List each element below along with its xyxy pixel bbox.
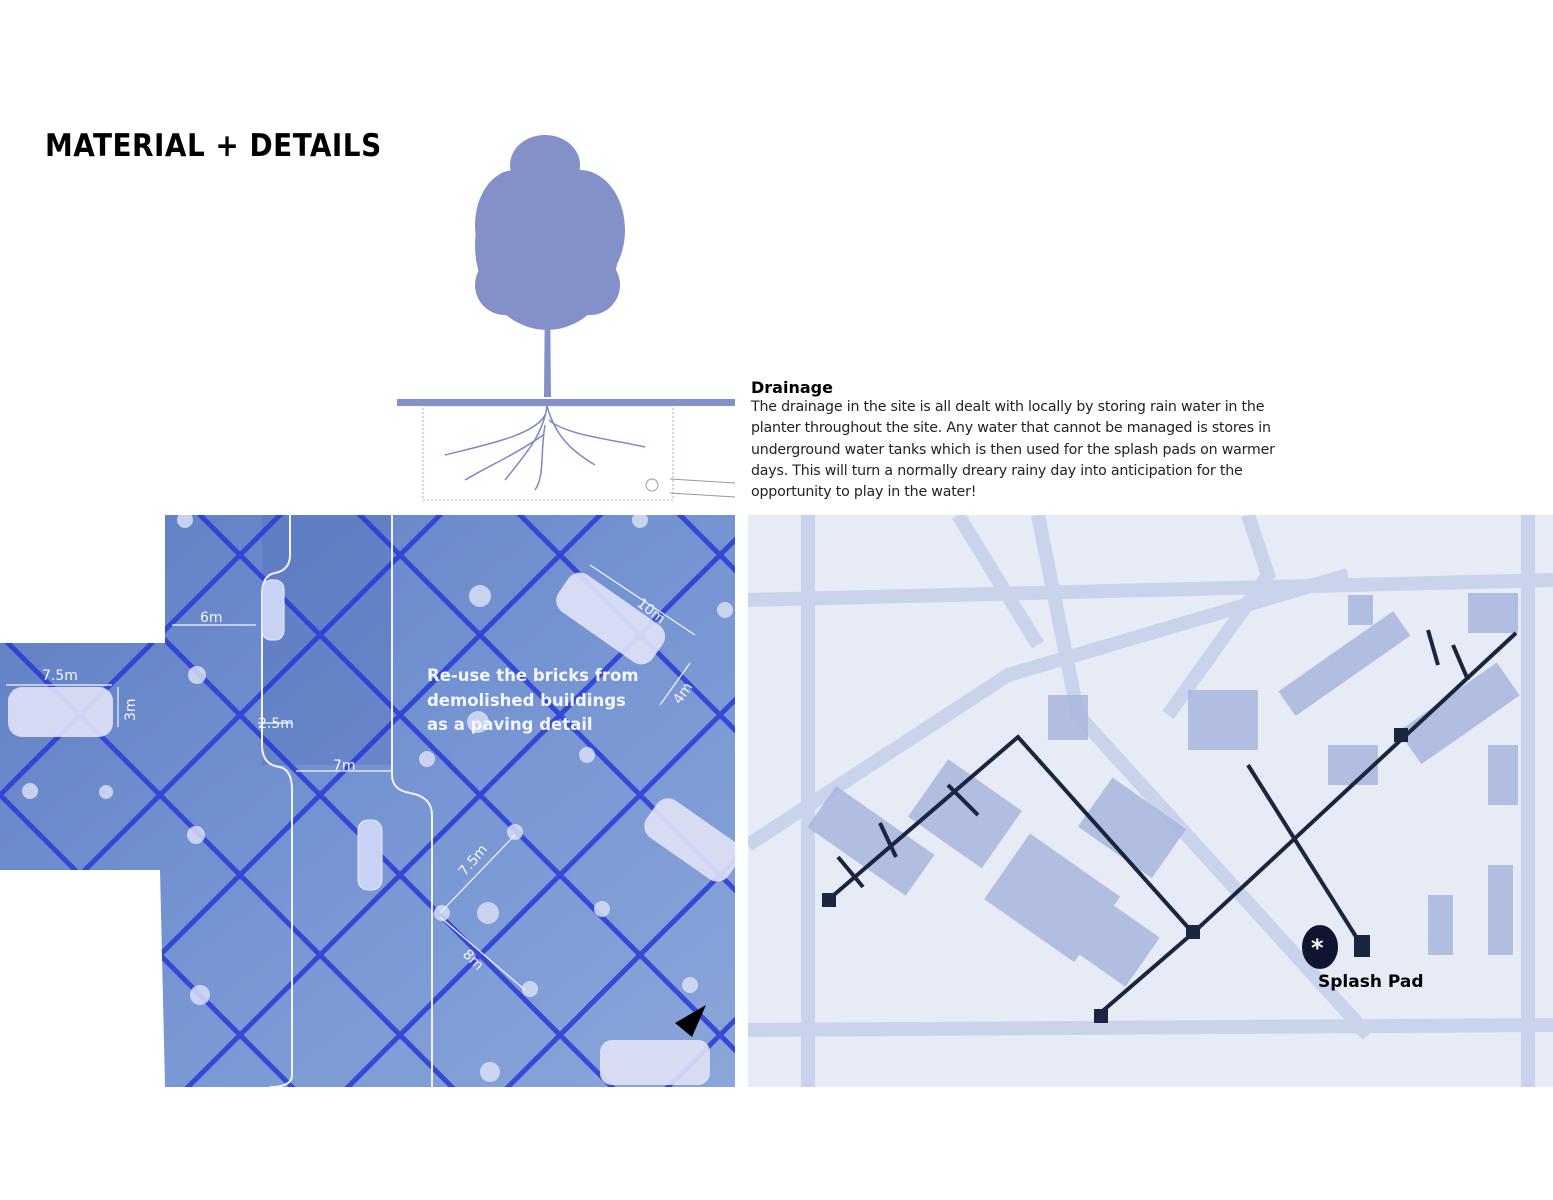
paving-note: Re-use the bricks from: [427, 666, 639, 685]
tree-trunk: [544, 285, 551, 397]
ground-line: [397, 399, 735, 406]
planter-shrubs: [8, 572, 735, 1085]
dimension-lines: [6, 564, 696, 991]
page-title: MATERIAL + DETAILS: [45, 128, 382, 164]
drainage-tanks: [822, 728, 1408, 1023]
planter-box: [422, 405, 674, 501]
tree-canopy-icon: [475, 135, 625, 330]
site-drainage-plan: * Splash Pad: [748, 515, 1553, 1087]
paving-grid-line: [98, 515, 735, 1087]
drainage-heading: Drainage: [751, 378, 833, 397]
paving-grid-line: [0, 515, 542, 1087]
paving-plan: 6m 7.5m 3m 2.5m 7m 10m 4m 7.5m 8m Re-use…: [0, 515, 735, 1087]
drainage-body: The drainage in the site is all dealt wi…: [751, 399, 1275, 501]
dimension-label: 7.5m: [42, 668, 78, 684]
paving-grid-line: [0, 515, 322, 1087]
paving-grid-line: [0, 515, 382, 1087]
car-icon: [261, 579, 383, 891]
tree-section-diagram: [397, 135, 736, 501]
paving-grid-line: [0, 515, 482, 1087]
paving-note: demolished buildings: [427, 691, 626, 710]
dimension-label: 7m: [333, 758, 356, 774]
svg-text:*: *: [1311, 934, 1324, 962]
drain-pipe: [669, 478, 736, 498]
north-arrow-icon: [675, 1005, 706, 1037]
paving-grid-line: [418, 515, 735, 1087]
drainage-text: Drainage The drainage in the site is all…: [751, 378, 1311, 503]
dimension-label: 6m: [200, 610, 223, 626]
paving-note: as a paving detail: [427, 715, 593, 734]
paving-grid-line: [258, 515, 735, 1087]
buildings: [807, 593, 1520, 987]
drainage-channels: [826, 629, 1518, 1017]
splash-pad-label: Splash Pad: [1318, 972, 1424, 992]
tree-roots: [444, 405, 646, 491]
splash-pad-icon: *: [1302, 925, 1338, 969]
light-fixtures: [22, 515, 733, 1082]
drain-pipe-icon: [645, 478, 659, 492]
dimension-label: 3m: [123, 698, 139, 721]
road-edges: [261, 515, 433, 1087]
dimension-label: 2.5m: [258, 716, 294, 732]
